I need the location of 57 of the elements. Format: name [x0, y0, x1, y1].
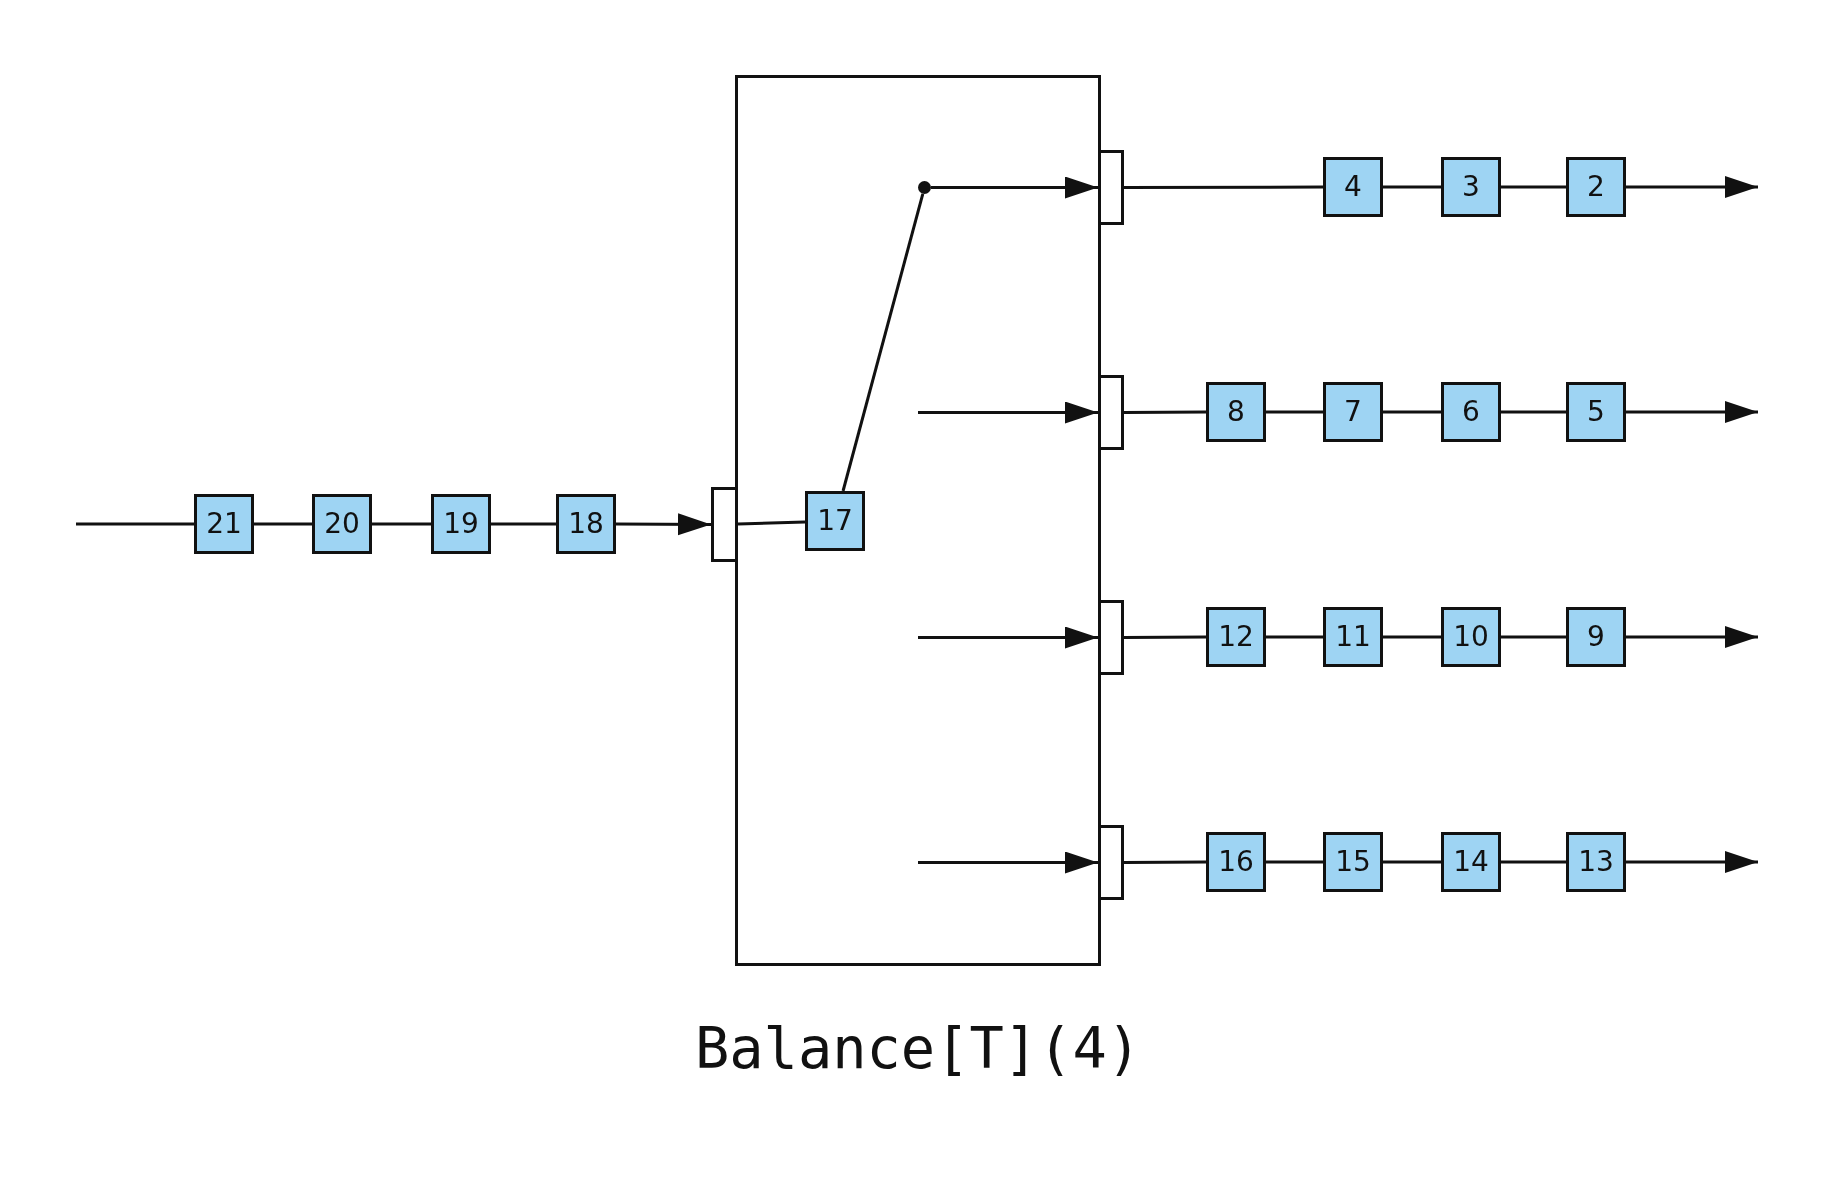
element-box: 13 [1566, 832, 1626, 892]
connector-line [254, 522, 312, 526]
connector-line [1383, 860, 1441, 864]
connector-line [1266, 410, 1323, 414]
arrow [1626, 626, 1758, 648]
element-box: 9 [1566, 607, 1626, 667]
element-box: 5 [1566, 382, 1626, 442]
connector-line [1124, 635, 1206, 639]
connector-line [1501, 410, 1566, 414]
port-box [1098, 600, 1124, 675]
element-box: 6 [1441, 382, 1501, 442]
connector-line [76, 522, 194, 526]
connector-line [1124, 860, 1206, 864]
element-box: 3 [1441, 157, 1501, 217]
element-box: 10 [1441, 607, 1501, 667]
connector-line [1501, 860, 1566, 864]
connector-line [1383, 410, 1441, 414]
connector-line [491, 522, 556, 526]
arrow [918, 401, 1098, 424]
connector-line [1266, 635, 1323, 639]
element-box: 7 [1323, 382, 1383, 442]
connector-line [1266, 860, 1323, 864]
element-box: 15 [1323, 832, 1383, 892]
arrow [1626, 176, 1758, 198]
connector-line [1501, 635, 1566, 639]
connector-line [1383, 635, 1441, 639]
port-box [1098, 375, 1124, 450]
connector-line [1383, 185, 1441, 189]
port-box [711, 487, 738, 562]
arrow [918, 626, 1098, 649]
port-box [1098, 150, 1124, 225]
element-box: 4 [1323, 157, 1383, 217]
arrow [1626, 851, 1758, 873]
element-box: 20 [312, 494, 372, 554]
stage-caption: Balance[T](4) [694, 1014, 1142, 1083]
element-box: 8 [1206, 382, 1266, 442]
arrow [616, 513, 711, 536]
connector-line [1124, 185, 1323, 189]
port-box [1098, 825, 1124, 900]
arrow [931, 176, 1098, 199]
connector-line [841, 193, 925, 492]
element-box: 2 [1566, 157, 1626, 217]
junction-dot [918, 181, 931, 194]
element-box: 17 [805, 491, 865, 551]
connector-line [737, 520, 806, 526]
connector-line [1501, 185, 1566, 189]
element-box: 21 [194, 494, 254, 554]
arrow [918, 851, 1098, 874]
element-box: 14 [1441, 832, 1501, 892]
element-box: 16 [1206, 832, 1266, 892]
arrow [1626, 401, 1758, 423]
element-box: 18 [556, 494, 616, 554]
connector-line [1124, 410, 1206, 414]
element-box: 19 [431, 494, 491, 554]
element-box: 12 [1206, 607, 1266, 667]
connector-line [372, 522, 431, 526]
element-box: 11 [1323, 607, 1383, 667]
